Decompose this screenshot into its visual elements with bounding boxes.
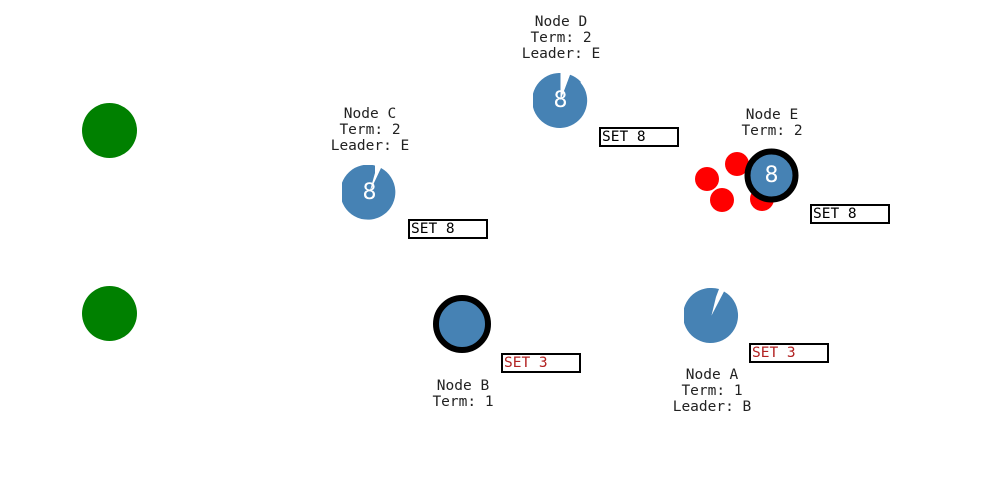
- client-top[interactable]: [82, 103, 137, 158]
- node-a-log: SET 3: [749, 343, 829, 363]
- node-c-name: Node C: [343, 106, 397, 122]
- node-c-leader: Leader: E: [330, 138, 410, 154]
- node-b-circle-icon: [433, 295, 491, 353]
- node-c-log: SET 8: [408, 219, 488, 239]
- node-d-circle-icon: [533, 73, 588, 128]
- node-e-label: Node E Term: 2: [741, 107, 802, 139]
- node-e[interactable]: 8: [744, 148, 799, 203]
- node-a-circle-icon: [684, 288, 739, 343]
- node-d-value: 8: [553, 88, 568, 113]
- node-a-name: Node A: [685, 367, 739, 383]
- node-a-leader: Leader: B: [672, 399, 752, 415]
- node-d-leader: Leader: E: [521, 46, 601, 62]
- node-c-term: Term: 2: [339, 122, 401, 138]
- message-dot: [710, 188, 734, 212]
- node-c-value: 8: [362, 180, 377, 205]
- node-b-term: Term: 1: [432, 394, 494, 410]
- node-a[interactable]: [684, 288, 739, 343]
- node-d-label: Node D Term: 2 Leader: E: [522, 14, 601, 62]
- node-e-name: Node E: [745, 107, 799, 123]
- message-dot: [695, 167, 719, 191]
- node-b-name: Node B: [436, 378, 490, 394]
- node-c[interactable]: 8: [342, 165, 397, 220]
- node-b-label: Node B Term: 1: [432, 378, 493, 410]
- node-d-term: Term: 2: [530, 30, 592, 46]
- node-a-term: Term: 1: [681, 383, 743, 399]
- node-e-value: 8: [764, 163, 779, 188]
- node-e-term: Term: 2: [741, 123, 803, 139]
- node-d[interactable]: 8: [533, 73, 588, 128]
- node-a-label: Node A Term: 1 Leader: B: [673, 367, 752, 415]
- node-d-log: SET 8: [599, 127, 679, 147]
- node-c-label: Node C Term: 2 Leader: E: [331, 106, 410, 154]
- node-b-log: SET 3: [501, 353, 581, 373]
- node-b[interactable]: [433, 295, 491, 353]
- node-e-log: SET 8: [810, 204, 890, 224]
- node-c-circle-icon: [342, 165, 396, 220]
- node-d-name: Node D: [534, 14, 588, 30]
- node-e-circle-icon: [744, 148, 799, 203]
- client-bottom[interactable]: [82, 286, 137, 341]
